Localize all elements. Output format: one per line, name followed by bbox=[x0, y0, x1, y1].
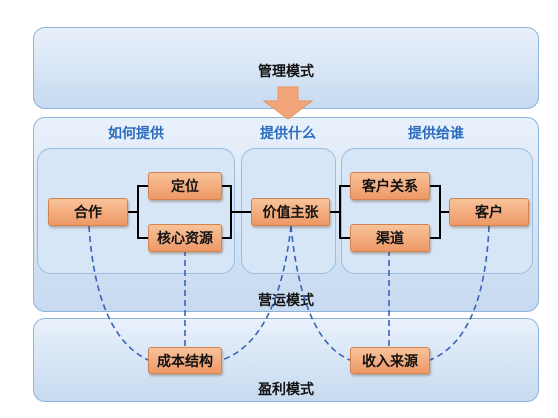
node-customers: 客户 bbox=[449, 198, 529, 226]
section-how-label: 如何提供 bbox=[108, 126, 164, 142]
down-arrow-icon bbox=[262, 86, 314, 120]
management-label: 管理模式 bbox=[258, 64, 314, 80]
dashed-links bbox=[88, 225, 490, 361]
node-positioning: 定位 bbox=[148, 172, 222, 200]
node-core-resources: 核心资源 bbox=[148, 224, 222, 252]
section-what-label: 提供什么 bbox=[260, 126, 316, 142]
node-value-proposition: 价值主张 bbox=[251, 198, 330, 226]
node-channels: 渠道 bbox=[350, 224, 430, 252]
profit-label: 盈利模式 bbox=[258, 382, 314, 398]
node-revenue-sources: 收入来源 bbox=[350, 347, 430, 374]
node-cooperation: 合作 bbox=[48, 198, 128, 226]
node-customer-relationship: 客户关系 bbox=[350, 172, 430, 200]
section-who-label: 提供给谁 bbox=[408, 126, 464, 142]
profit-band bbox=[33, 318, 539, 402]
node-cost-structure: 成本结构 bbox=[148, 347, 222, 374]
solid-connectors bbox=[128, 185, 449, 239]
